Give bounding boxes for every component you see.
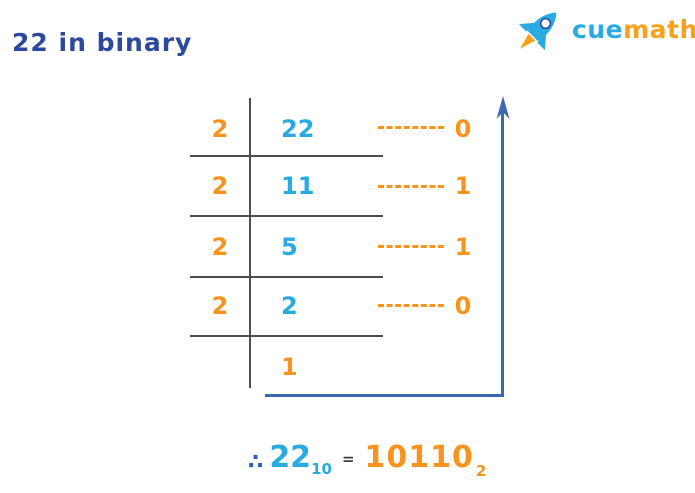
quotient-row-2: 11	[281, 172, 315, 200]
brand-text-math: math	[623, 15, 695, 44]
therefore-symbol: ∴	[248, 450, 264, 475]
rocket-flame	[520, 33, 536, 49]
table-row-divider-3	[190, 276, 383, 278]
dash-connector-row-3	[378, 245, 444, 248]
table-row-divider-4	[190, 335, 383, 337]
table-vertical-line	[249, 98, 251, 388]
decimal-value: 22	[269, 440, 312, 475]
dash-connector-row-1	[378, 126, 444, 129]
brand-logo: cuemath	[572, 15, 695, 44]
rocket-icon	[518, 12, 557, 51]
equals-sign: =	[341, 450, 355, 468]
result-formula: ∴ 22 10 = 10110 2	[248, 440, 486, 480]
dash-connector-row-2	[378, 185, 444, 188]
decimal-base-subscript: 10	[311, 460, 332, 478]
brand-text-cue: cue	[572, 15, 624, 44]
divisor-row-3: 2	[211, 233, 229, 261]
quotient-row-4: 2	[281, 292, 298, 320]
binary-base-subscript: 2	[475, 462, 487, 480]
dash-connector-row-4	[378, 304, 444, 307]
rocket-window	[539, 17, 552, 30]
rocket-fin-left	[518, 22, 536, 32]
table-row-divider-2	[190, 215, 383, 217]
divisor-row-2: 2	[211, 172, 229, 200]
table-row-divider-1	[190, 155, 383, 157]
rocket-fin-right	[537, 33, 547, 51]
divisor-row-4: 2	[211, 292, 229, 320]
remainder-row-2: 1	[454, 172, 472, 200]
remainder-row-1: 0	[454, 115, 472, 143]
arrow-vertical-line	[501, 112, 504, 396]
page-title: 22 in binary	[12, 28, 193, 57]
divisor-row-1: 2	[211, 115, 229, 143]
quotient-row-3: 5	[281, 233, 298, 261]
remainder-row-3: 1	[454, 233, 472, 261]
final-quotient: 1	[281, 353, 298, 381]
arrow-horizontal-line	[265, 394, 504, 397]
binary-value: 10110	[364, 440, 474, 475]
arrow-head-icon	[496, 96, 510, 119]
quotient-row-1: 22	[281, 115, 315, 143]
remainder-row-4: 0	[454, 292, 472, 320]
